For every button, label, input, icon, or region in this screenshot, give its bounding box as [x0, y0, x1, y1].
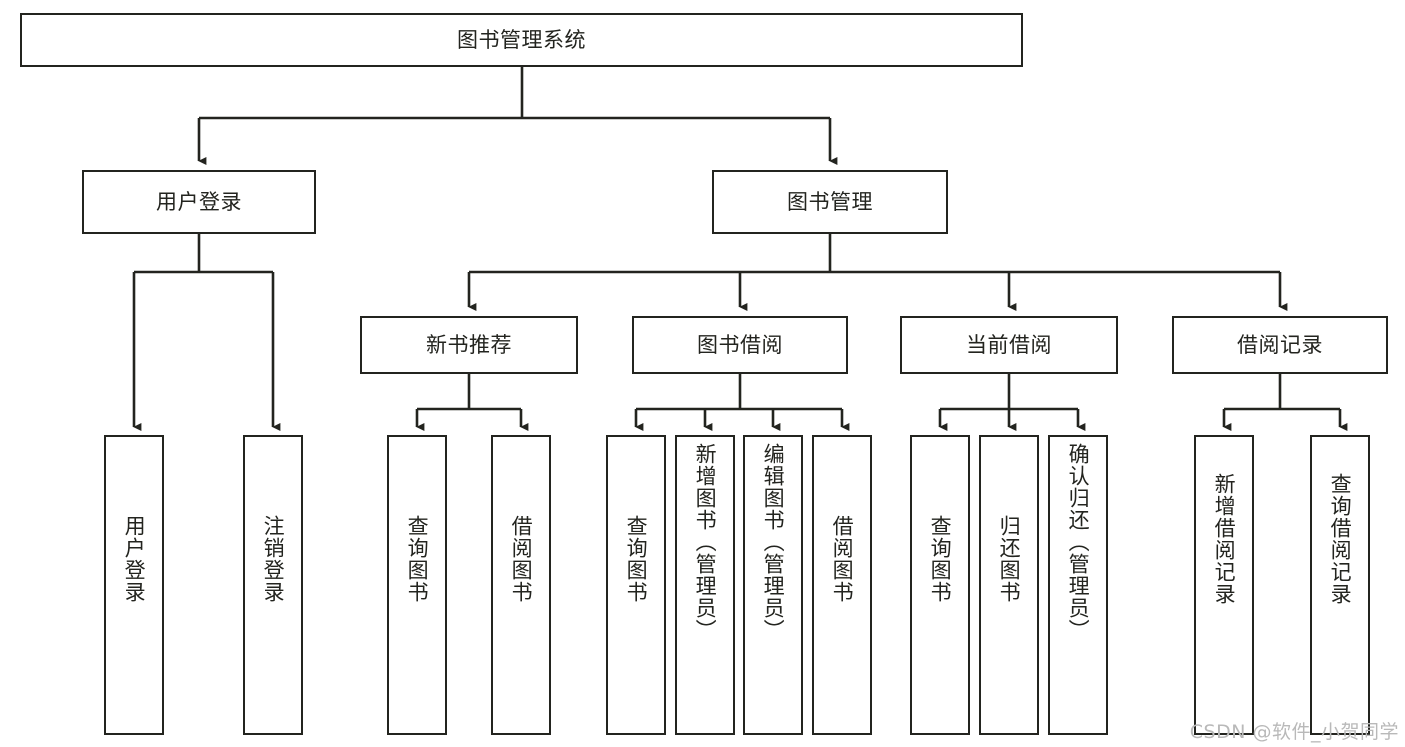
node-leaf-user-login[interactable]: 用户登录 [104, 435, 164, 735]
node-borrow-record-label: 借阅记录 [1237, 332, 1323, 357]
node-leaf-add-book[interactable]: 新增图书（管理员） [675, 435, 735, 735]
node-leaf-user-login-label: 用户登录 [122, 515, 147, 603]
node-book-borrow[interactable]: 图书借阅 [632, 316, 848, 374]
node-leaf-query-borrow-record[interactable]: 查询借阅记录 [1310, 435, 1370, 735]
node-leaf-return-book-label: 归还图书 [997, 515, 1022, 603]
node-leaf-query-borrow-record-label: 查询借阅记录 [1328, 473, 1353, 605]
node-leaf-borrow-book-borrow-label: 借阅图书 [830, 515, 855, 603]
node-leaf-add-borrow-record-label: 新增借阅记录 [1212, 473, 1237, 605]
watermark-text: CSDN @软件_小贺同学 [1189, 721, 1399, 743]
node-leaf-add-borrow-record[interactable]: 新增借阅记录 [1194, 435, 1254, 735]
node-leaf-confirm-return-label: 确认归还（管理员） [1066, 443, 1091, 641]
node-new-book-recommend[interactable]: 新书推荐 [360, 316, 578, 374]
node-leaf-query-book-current[interactable]: 查询图书 [910, 435, 970, 735]
node-leaf-borrow-book-borrow[interactable]: 借阅图书 [812, 435, 872, 735]
node-root-label: 图书管理系统 [457, 27, 586, 52]
node-current-borrow[interactable]: 当前借阅 [900, 316, 1118, 374]
node-leaf-borrow-book-new-label: 借阅图书 [509, 515, 534, 603]
node-leaf-confirm-return[interactable]: 确认归还（管理员） [1048, 435, 1108, 735]
node-book-borrow-label: 图书借阅 [697, 332, 783, 357]
node-current-borrow-label: 当前借阅 [966, 332, 1052, 357]
node-leaf-query-book-current-label: 查询图书 [928, 515, 953, 603]
node-user-login-label: 用户登录 [156, 189, 242, 214]
node-leaf-add-book-label: 新增图书（管理员） [693, 443, 718, 641]
node-new-book-recommend-label: 新书推荐 [426, 332, 512, 357]
node-leaf-logout-label: 注销登录 [261, 515, 286, 603]
node-borrow-record[interactable]: 借阅记录 [1172, 316, 1388, 374]
node-leaf-query-book-new[interactable]: 查询图书 [387, 435, 447, 735]
node-leaf-logout[interactable]: 注销登录 [243, 435, 303, 735]
node-user-login[interactable]: 用户登录 [82, 170, 316, 234]
node-book-manage[interactable]: 图书管理 [712, 170, 948, 234]
node-leaf-return-book[interactable]: 归还图书 [979, 435, 1039, 735]
node-leaf-query-book-borrow[interactable]: 查询图书 [606, 435, 666, 735]
node-root[interactable]: 图书管理系统 [20, 13, 1023, 67]
node-leaf-query-book-borrow-label: 查询图书 [624, 515, 649, 603]
node-leaf-borrow-book-new[interactable]: 借阅图书 [491, 435, 551, 735]
node-book-manage-label: 图书管理 [787, 189, 873, 214]
node-leaf-edit-book[interactable]: 编辑图书（管理员） [743, 435, 803, 735]
node-leaf-edit-book-label: 编辑图书（管理员） [761, 443, 786, 641]
node-leaf-query-book-new-label: 查询图书 [405, 515, 430, 603]
